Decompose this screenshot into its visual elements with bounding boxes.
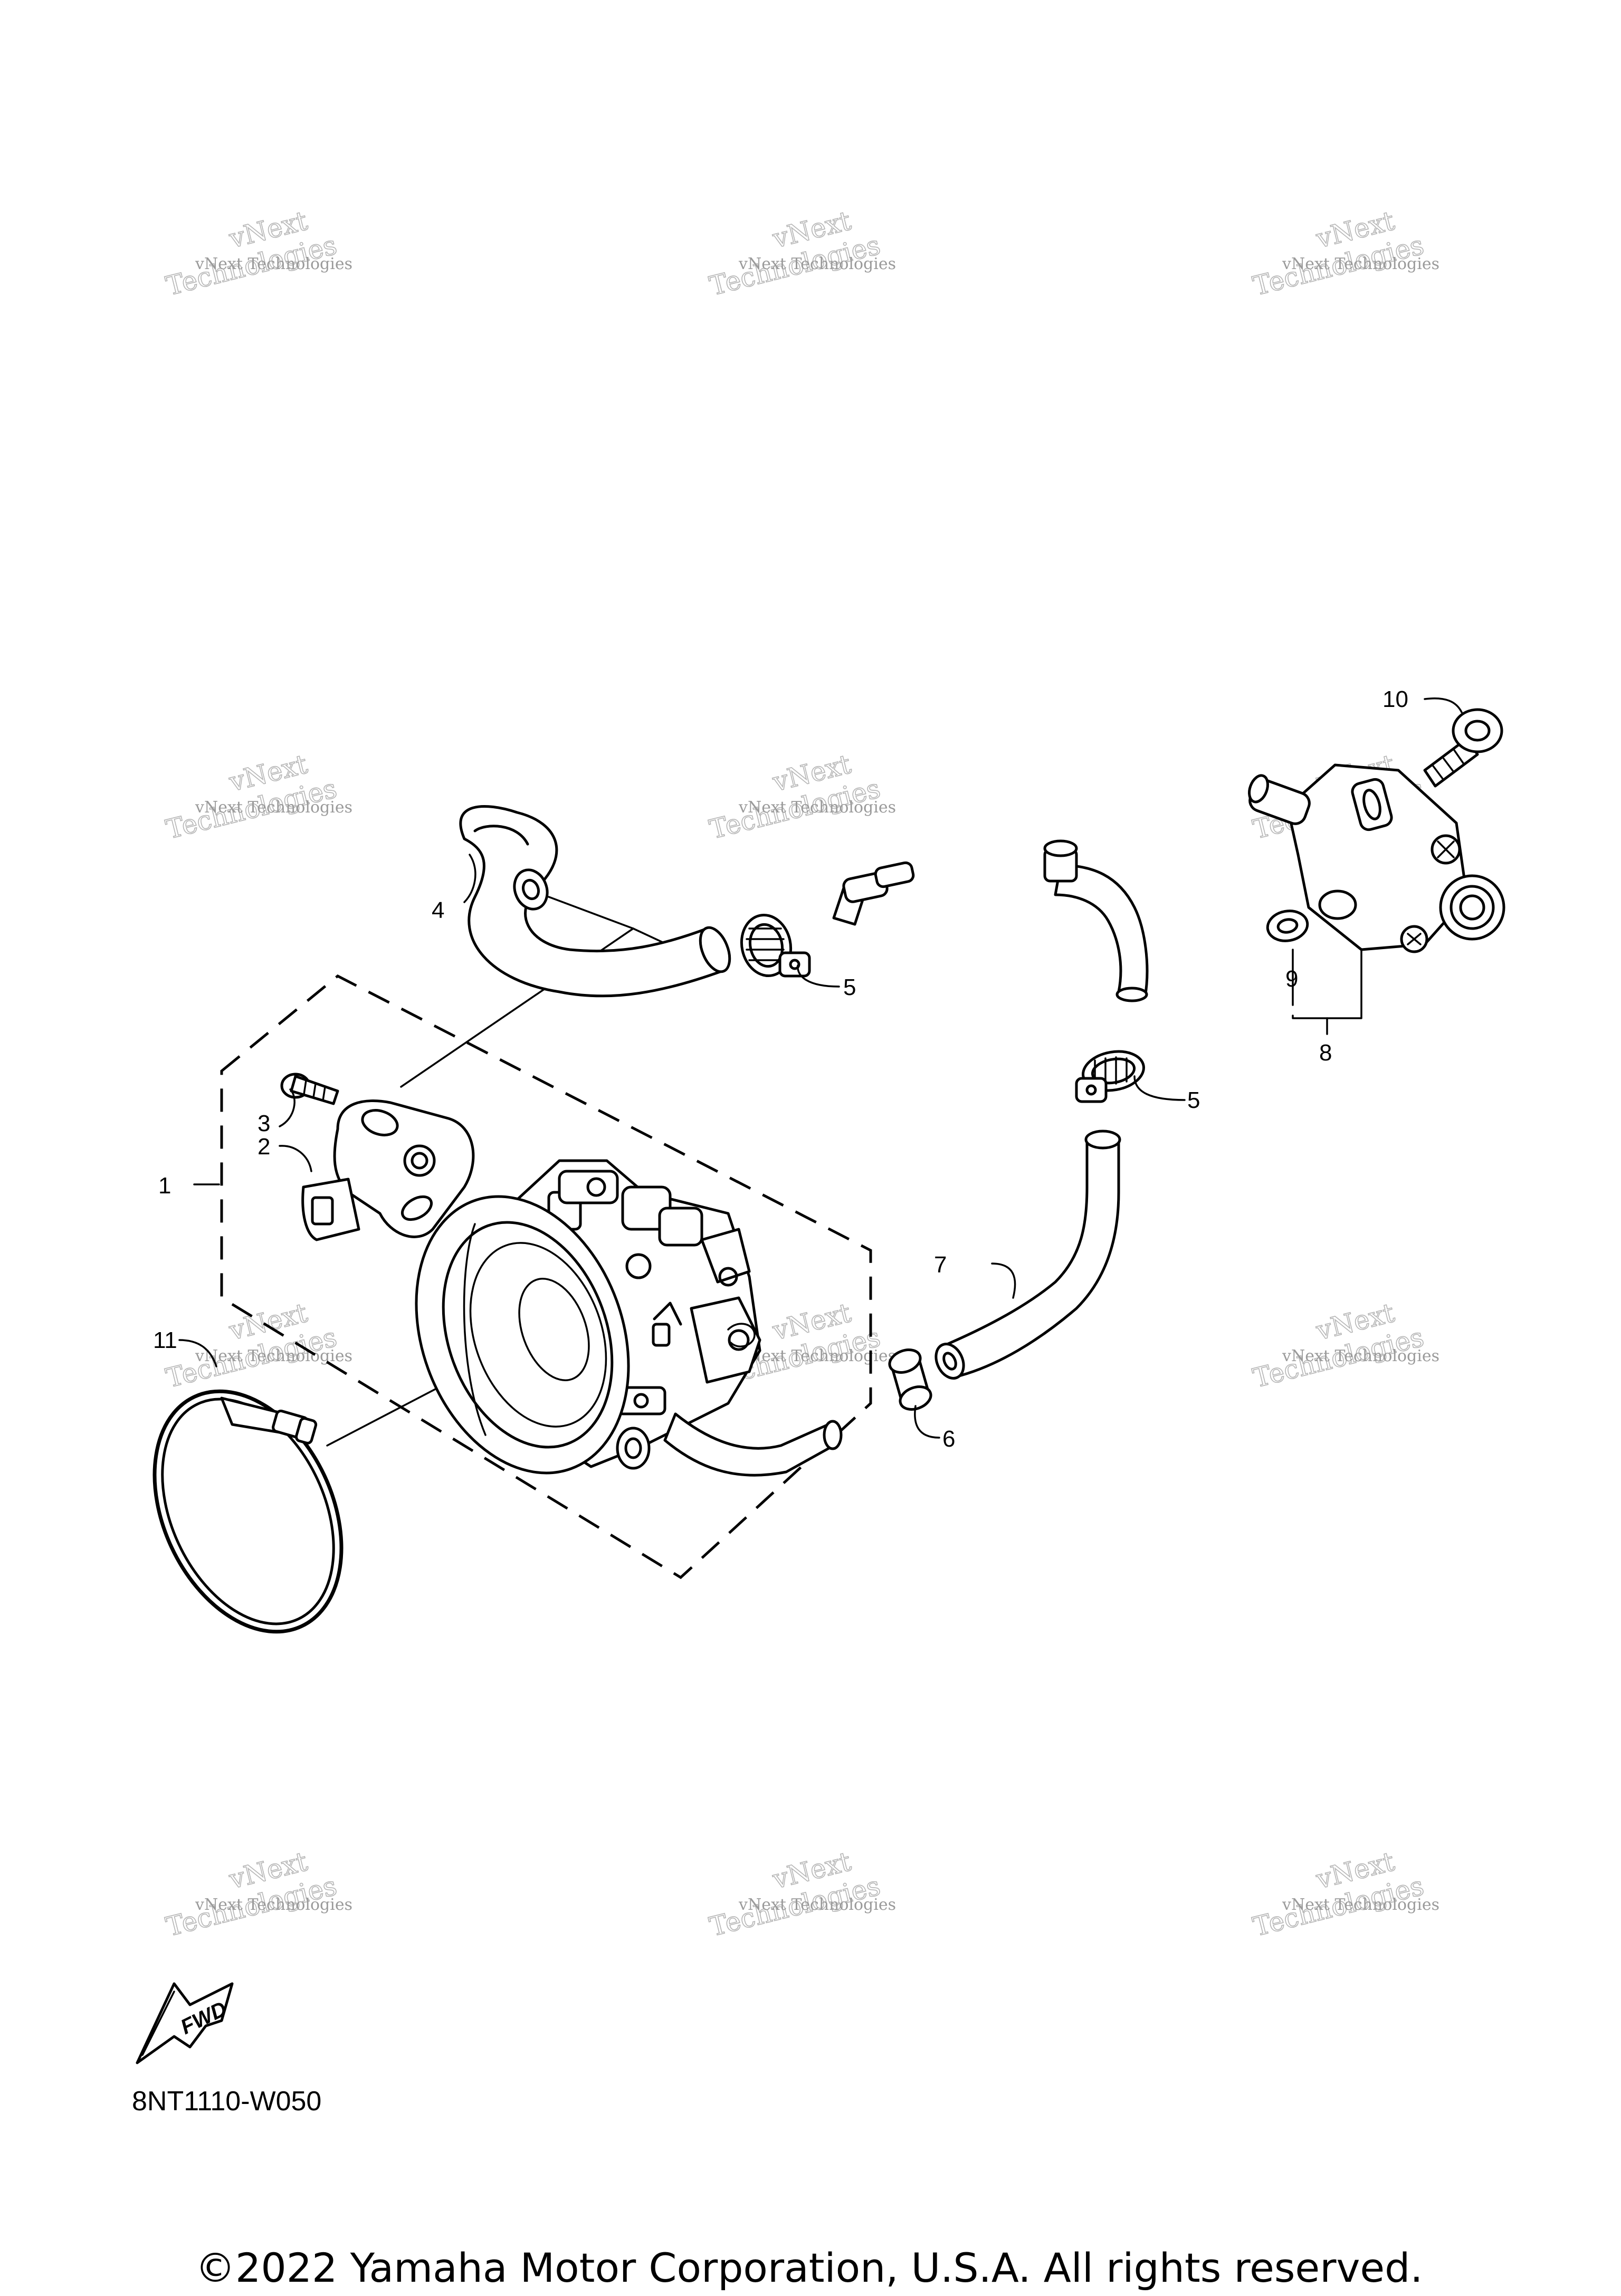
callout-6: 6: [942, 1426, 955, 1452]
part-5-hose-clamp-upper: [740, 913, 811, 978]
watermark: Technologies vNext vNext Technologies: [1250, 1845, 1439, 1943]
watermark: Technologies vNext vNext Technologies: [706, 748, 896, 845]
watermark: Technologies vNext vNext Technologies: [163, 1297, 352, 1394]
part-8-sensor-housing: [1248, 763, 1505, 953]
part-5-hose-clamp-lower: [1075, 1050, 1145, 1103]
callout-1: 1: [158, 1173, 171, 1199]
watermark-caption: vNext Technologies: [738, 255, 896, 273]
part-7-hose: [935, 1130, 1121, 1380]
copyright-notice: ©2022 Yamaha Motor Corporation, U.S.A. A…: [195, 2244, 1423, 2291]
watermark-caption: vNext Technologies: [738, 1896, 896, 1914]
watermark: Technologies vNext vNext Technologies: [163, 1845, 352, 1943]
part-6-clamp-ring: [888, 1348, 932, 1411]
assembly-1-dashed-boundary: [220, 974, 872, 1580]
callout-11: 11: [153, 1327, 177, 1353]
watermark-caption: vNext Technologies: [195, 798, 352, 817]
watermark: Technologies vNext vNext Technologies: [706, 1845, 896, 1943]
throttle-body: [415, 1159, 843, 1477]
diagram-code: 8NT1110-W050: [132, 2086, 321, 2117]
leader-line: [548, 896, 634, 930]
callout-5-upper: 5: [843, 974, 856, 1000]
fwd-arrow: FWD: [136, 1982, 234, 2064]
watermark-caption: vNext Technologies: [1282, 1347, 1439, 1365]
watermark: Technologies vNext vNext Technologies: [1250, 1297, 1439, 1394]
watermark-caption: vNext Technologies: [195, 1896, 352, 1914]
callout-7: 7: [934, 1252, 947, 1278]
watermark-caption: vNext Technologies: [738, 1347, 896, 1365]
part-3-screw: [280, 1073, 339, 1105]
watermark: Technologies vNext vNext Technologies: [1250, 205, 1439, 302]
watermark-caption: vNext Technologies: [1282, 255, 1439, 273]
callout-leaders: [178, 697, 1463, 1439]
callout-8: 8: [1319, 1040, 1332, 1066]
watermark-caption: vNext Technologies: [738, 798, 896, 817]
callout-9: 9: [1285, 966, 1298, 992]
callout-10: 10: [1382, 686, 1408, 712]
watermark: Technologies vNext vNext Technologies: [163, 205, 352, 302]
part-2-throttle-position-sensor: [301, 1099, 475, 1241]
part-breather-hose: [1043, 839, 1149, 1002]
watermark-caption: vNext Technologies: [195, 255, 352, 273]
watermark: Technologies vNext vNext Technologies: [706, 205, 896, 302]
part-4-hose: [459, 805, 731, 998]
callout-2: 2: [258, 1134, 270, 1160]
watermark-caption: vNext Technologies: [195, 1347, 352, 1365]
callout-4: 4: [432, 897, 444, 923]
watermark: Technologies vNext vNext Technologies: [163, 748, 352, 845]
callout-5-lower: 5: [1187, 1087, 1200, 1113]
part-11-hose-band: [152, 1389, 344, 1634]
part-10-bolt: [1423, 708, 1503, 788]
callout-3: 3: [258, 1111, 270, 1136]
watermarks: Technologies vNext vNext Technologies Te…: [163, 205, 1439, 1943]
part-5-pipe-fitting: [832, 861, 915, 926]
watermark-caption: vNext Technologies: [1282, 1896, 1439, 1914]
part-9-o-ring: [1266, 910, 1309, 942]
